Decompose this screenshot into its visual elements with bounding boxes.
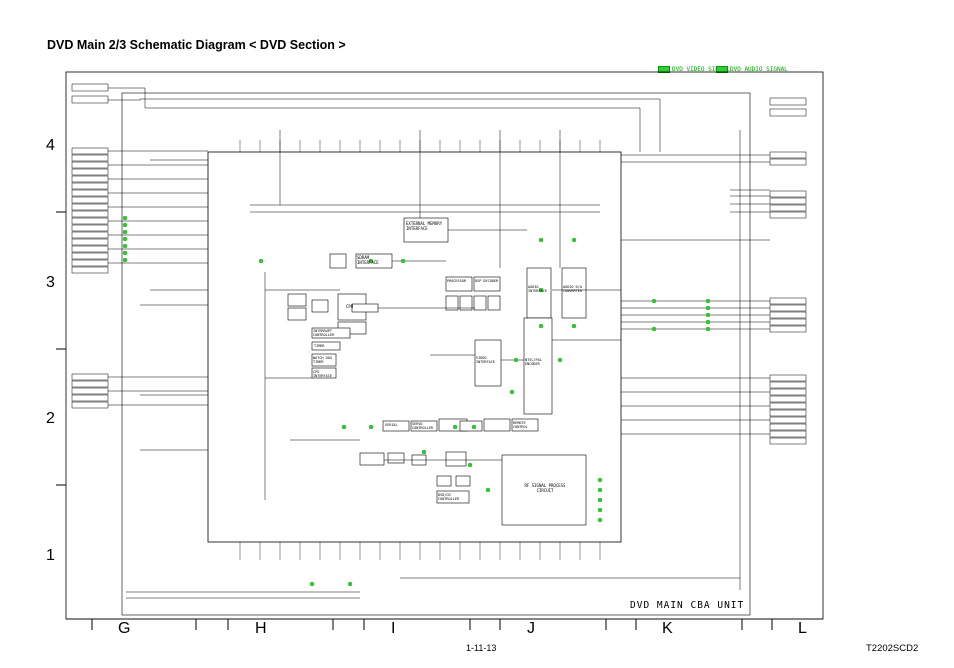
right-connectors: [769, 97, 807, 445]
legend-audio: DVD AUDIO SIGNAL: [716, 66, 788, 73]
legend-audio-label: DVD AUDIO SIGNAL: [730, 66, 788, 73]
block-dsp-decoder: DSP DECODER: [475, 279, 499, 283]
block-audio-interface: AUDIO INTERFACE: [528, 285, 547, 293]
block-processor: PROCESSOR: [447, 279, 466, 283]
block-audio-dac: AUDIO D/A CONVERTER: [563, 285, 582, 293]
block-watchdog: WATCH DOG TIMER: [313, 356, 332, 364]
unit-label: DVD MAIN CBA UNIT: [630, 600, 745, 611]
row-number-2: 2: [46, 410, 55, 427]
column-letter-j: J: [527, 620, 535, 637]
block-video-interface: VIDEO INTERFACE: [476, 356, 495, 364]
signal-wiring: [108, 87, 770, 590]
block-servo: SERVO CONTROLLER: [412, 422, 434, 430]
block-sdram-interface: SDRAM INTERFACE: [357, 255, 379, 265]
row-number-4: 4: [46, 137, 55, 154]
main-ic: [207, 151, 622, 543]
ic-top-pins: [239, 140, 601, 152]
column-letter-i: I: [391, 620, 396, 637]
column-letter-k: K: [662, 620, 673, 637]
page-title: DVD Main 2/3 Schematic Diagram < DVD Sec…: [47, 38, 346, 52]
row-number-1: 1: [46, 547, 55, 564]
page-number: 1-11-13: [466, 643, 497, 653]
block-serial: SERIAL: [385, 423, 398, 427]
block-interrupt-controller: INTERRUPT CONTROLLER: [313, 329, 335, 337]
audio-signal-swatch: [716, 66, 728, 73]
column-letter-h: H: [255, 620, 267, 637]
left-connectors: [71, 83, 109, 409]
row-number-3: 3: [46, 274, 55, 291]
column-letter-l: L: [798, 620, 807, 637]
signal-markers: [122, 215, 711, 587]
bottom-rail: [126, 577, 740, 599]
column-letter-g: G: [118, 620, 131, 637]
block-external-memory: EXTERNAL MEMORY INTERFACE: [406, 221, 443, 231]
block-cpu: CPU: [346, 304, 354, 309]
function-blocks: [287, 217, 587, 526]
legend-video-label: DVD VIDEO SIGNAL: [672, 66, 730, 73]
document-code: T2202SCD2: [866, 643, 919, 654]
ic-bottom-pins: [239, 542, 601, 560]
board-outline: [121, 92, 751, 616]
block-rf-signal: RF SIGNAL PROCESS CIRCUIT: [524, 483, 566, 493]
diagram-frame: [56, 71, 824, 630]
video-signal-swatch: [658, 66, 670, 73]
legend-video: DVD VIDEO SIGNAL: [658, 66, 730, 73]
block-dsp-controller: DVD/CD CONTROLLER: [438, 493, 460, 501]
block-cpu-interface: CPU INTERFACE: [313, 370, 332, 378]
block-timer: TIMER: [314, 344, 325, 348]
block-remote: REMOTE CONTROL: [513, 421, 528, 429]
block-ntsc-encoder: NTSC/PAL ENCODER: [525, 358, 542, 366]
